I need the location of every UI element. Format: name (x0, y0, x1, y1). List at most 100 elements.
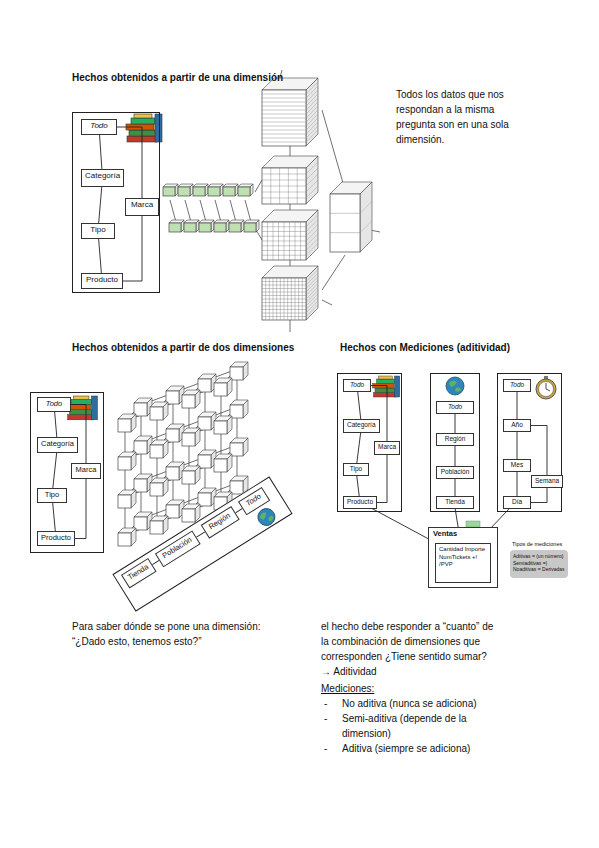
note-text: No aditiva (nunca se adiciona) (342, 696, 502, 711)
connector (517, 472, 518, 496)
cube (198, 374, 216, 392)
connector (358, 392, 361, 419)
cube-lattice (118, 362, 248, 546)
cube (238, 184, 253, 196)
level-box: Todo (436, 401, 474, 414)
node-text: Año (507, 421, 527, 429)
level-box: Tipo (81, 223, 115, 239)
node-text: Categoría (41, 439, 74, 448)
node-text: Tienda (125, 562, 150, 583)
node-text: Región (440, 435, 470, 443)
node-text: Producto (41, 533, 71, 542)
hierarchy-frame: TodoCategoríaMarcaTipoProducto (72, 112, 160, 293)
lattice-line (245, 200, 251, 222)
measure-types-note: Aditivas = (un número) Semiaditivas =| N… (510, 550, 568, 578)
cube (150, 516, 168, 534)
section-heading: Hechos obtenidos a partir de dos dimensi… (72, 340, 332, 355)
lattice-line (322, 255, 345, 290)
level-box: Población (155, 530, 201, 567)
node-text: Población (159, 534, 194, 561)
lattice-line (215, 200, 221, 222)
note-text: Para saber dónde se pone una dimensión: (72, 619, 312, 634)
level-box: Producto (81, 273, 123, 289)
lattice-line (200, 200, 206, 222)
connector (531, 488, 547, 503)
node-text: Tienda (440, 498, 470, 506)
cube (118, 414, 136, 432)
level-box: Mes (503, 459, 531, 472)
level-box: Población (436, 466, 474, 479)
connector (55, 412, 57, 437)
note-text: Mediciones: (321, 681, 421, 696)
cube (208, 184, 223, 196)
cube (150, 478, 168, 496)
connector (357, 476, 359, 496)
book-icon (373, 376, 400, 397)
connector (75, 479, 86, 539)
cube (214, 378, 232, 396)
cube (182, 504, 200, 522)
level-box: Región (201, 506, 240, 539)
node-text: Aditivas = (un número) Semiaditivas =| N… (513, 553, 565, 573)
connector (53, 503, 56, 531)
bullet: - (324, 711, 334, 726)
node-text: Producto (347, 498, 373, 506)
lattice-line (185, 200, 191, 222)
connector (100, 135, 102, 169)
node-text: Marca (129, 200, 155, 210)
cube (163, 184, 178, 196)
level-box: Todo (503, 379, 531, 392)
connector (455, 508, 458, 527)
cube (198, 412, 216, 430)
level-box: Todo (81, 119, 117, 135)
cube (198, 450, 216, 468)
level-box: Tienda (436, 496, 474, 509)
cube (166, 386, 184, 404)
node-text: Categoría (85, 171, 120, 181)
cube (169, 220, 184, 232)
lattice-line (322, 300, 332, 305)
level-box: Producto (343, 496, 377, 509)
level-box: Tipo (37, 488, 67, 503)
node-text: Tipo (41, 490, 63, 499)
level-box: Categoría (343, 419, 380, 433)
lattice-line (230, 200, 236, 222)
level-box: Categoría (37, 437, 78, 453)
cube (262, 210, 318, 260)
node-text: Cantidad Importe NumTickets +! /PVP (439, 546, 487, 569)
cube (262, 78, 318, 146)
node-text: Todo (347, 381, 367, 389)
lattice-line (170, 200, 176, 222)
level-box: Marca (374, 441, 400, 455)
cube (166, 462, 184, 480)
hierarchy-frame: TodoRegiónPoblaciónTienda (430, 373, 480, 512)
connector (152, 560, 159, 564)
cube (230, 362, 248, 380)
cube (229, 220, 244, 232)
section-heading: Hechos obtenidos a partir de una dimensi… (72, 70, 372, 85)
level-box: Marca (125, 198, 159, 216)
level-box: Categoría (81, 169, 124, 187)
level-box: Marca (71, 463, 101, 479)
note-text: Tipos de mediciones (512, 541, 572, 548)
connector (455, 446, 456, 466)
node-text: Día (507, 498, 527, 506)
cube (134, 398, 152, 416)
level-box: Región (436, 433, 474, 446)
level-box: Todo (343, 379, 371, 392)
bullet: - (324, 741, 334, 756)
node-text: Producto (85, 275, 119, 285)
lattice-line (255, 180, 262, 192)
node-text: Todo (440, 403, 470, 411)
fact-table: VentasCantidad Importe NumTickets +! /PV… (428, 527, 498, 588)
hierarchy-frame: TodoCategoríaMarcaTipoProducto (30, 392, 104, 553)
hierarchy-frame: TodoCategoríaMarcaTipoProducto (337, 373, 402, 512)
node-text: Tipo (347, 465, 365, 473)
note-text: el hecho debe responder a “cuanto” de la… (321, 619, 497, 679)
cube (193, 184, 208, 196)
stopwatch-icon (536, 376, 556, 399)
table-heading: Ventas (433, 529, 493, 538)
cube (198, 488, 216, 506)
connector (71, 405, 86, 464)
